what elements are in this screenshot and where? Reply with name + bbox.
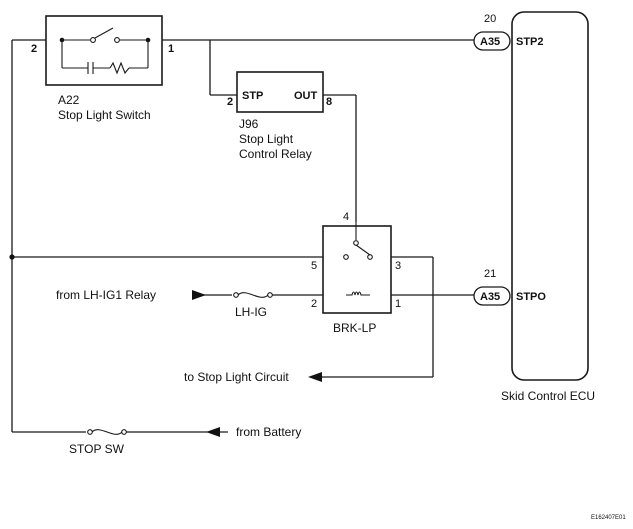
stop-sw-fuse (87, 429, 127, 435)
brk-pin-top: 4 (343, 211, 349, 223)
lh-ig-fuse (233, 292, 273, 298)
switch-contact-b (114, 37, 120, 43)
relay-terminal-out: OUT (294, 90, 318, 102)
ecu-pin-bottom-num: 21 (484, 268, 496, 280)
arrow-from-battery (206, 427, 220, 437)
switch-connector-label: A22 (58, 93, 80, 107)
arrow-from-lh-ig1 (192, 290, 206, 300)
switch-pin-right: 1 (168, 43, 174, 55)
ecu-terminal-stpo: STPO (516, 291, 546, 303)
skid-control-ecu-box (511, 11, 589, 381)
stop-sw-fuse-label: STOP SW (69, 442, 125, 456)
stop-light-control-relay-box (236, 71, 324, 113)
ecu-connector-top: A35 (480, 36, 500, 48)
relay-terminal-stp: STP (242, 90, 263, 102)
brk-lp-relay-box (322, 225, 392, 314)
ecu-connector-top-pill (473, 31, 511, 51)
brk-pin-2: 2 (311, 298, 317, 310)
relay-name-line2: Control Relay (239, 147, 312, 161)
brk-contact-right (367, 254, 373, 260)
to-stop-light-circuit-label: to Stop Light Circuit (184, 370, 289, 384)
switch-pin-left: 2 (31, 43, 37, 55)
relay-name-line1: Stop Light (239, 132, 294, 146)
brk-pin-1: 1 (395, 298, 401, 310)
switch-name-label: Stop Light Switch (58, 108, 151, 122)
ecu-connector-bottom: A35 (480, 291, 500, 303)
stop-light-switch-box (45, 15, 163, 86)
junction-dot-left (9, 254, 15, 260)
lh-ig-fuse-label: LH-IG (235, 305, 267, 319)
resistor-zigzag (109, 61, 130, 75)
switch-blade (94, 27, 114, 39)
relay-connector-label: J96 (239, 117, 259, 131)
relay-pin-in: 2 (227, 96, 233, 108)
brk-coil (346, 291, 370, 296)
from-battery-label: from Battery (236, 425, 301, 439)
ecu-terminal-stp2: STP2 (516, 36, 544, 48)
ecu-name-label: Skid Control ECU (501, 389, 595, 403)
from-lh-ig1-relay-label: from LH-IG1 Relay (56, 288, 156, 302)
brk-pin-3: 3 (395, 260, 401, 272)
figure-code: E162407E01 (591, 515, 626, 521)
ecu-connector-bottom-pill (473, 286, 511, 306)
relay-pin-out: 8 (326, 96, 332, 108)
brk-pin-5: 5 (311, 260, 317, 272)
brk-switch-blade (355, 244, 371, 256)
arrow-to-stop-light (308, 372, 322, 382)
ecu-pin-top-num: 20 (484, 13, 496, 25)
brk-lp-label: BRK-LP (333, 321, 376, 335)
switch-contact-a (90, 37, 96, 43)
brk-contact-left (343, 254, 349, 260)
